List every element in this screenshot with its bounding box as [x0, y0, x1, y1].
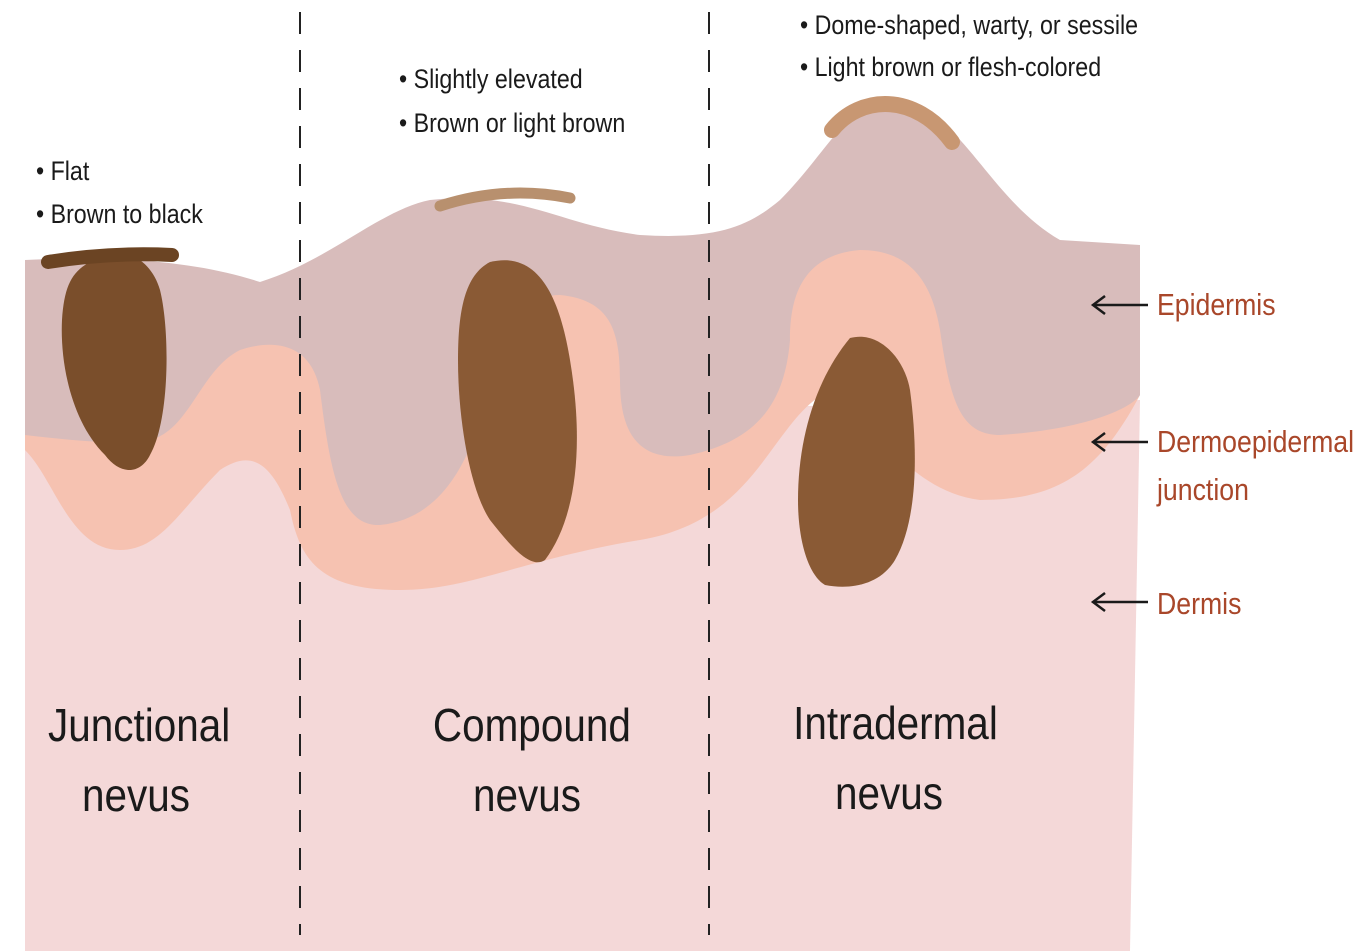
- compound-feature-2: • Brown or light brown: [399, 110, 625, 137]
- junctional-feature-2: • Brown to black: [36, 201, 203, 228]
- intradermal-title-line2: nevus: [793, 770, 985, 816]
- junction-label-line2: junction: [1157, 474, 1249, 505]
- compound-feature-1: • Slightly elevated: [399, 66, 583, 93]
- junction-label-line1: Dermoepidermal: [1157, 426, 1354, 457]
- intradermal-feature-1: • Dome-shaped, warty, or sessile: [800, 12, 1138, 39]
- junctional-feature-1: • Flat: [36, 158, 89, 185]
- junctional-surface-cap: [48, 254, 172, 262]
- junctional-title-line1: Junctional: [48, 702, 224, 748]
- dermis-label: Dermis: [1157, 588, 1241, 619]
- epidermis-label: Epidermis: [1157, 289, 1276, 320]
- intradermal-feature-2: • Light brown or flesh-colored: [800, 54, 1101, 81]
- compound-title-line2: nevus: [433, 772, 621, 818]
- compound-title-line1: Compound: [433, 702, 621, 748]
- junctional-title-line2: nevus: [48, 772, 224, 818]
- intradermal-title-line1: Intradermal: [793, 700, 985, 746]
